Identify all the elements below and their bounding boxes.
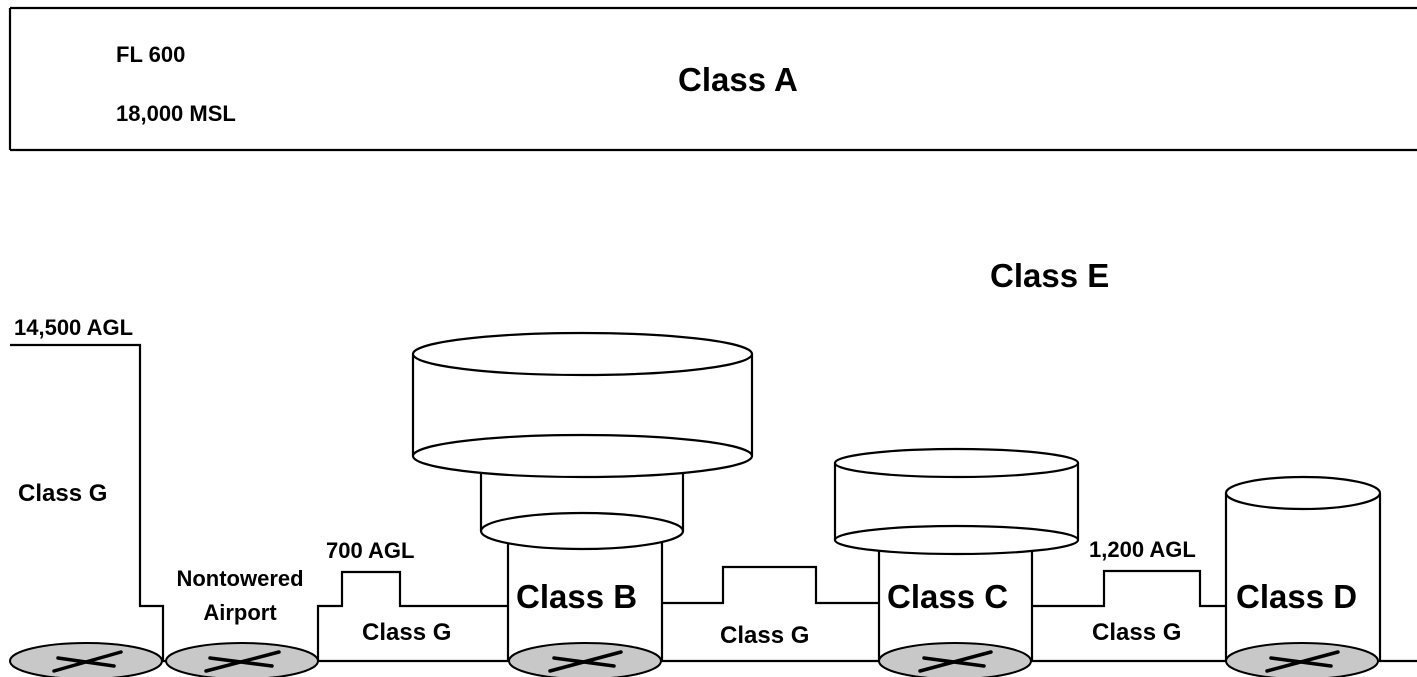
class-b-label: Class B <box>516 578 637 615</box>
agl14500-label: 14,500 AGL <box>14 315 133 340</box>
airport-class-d-runway-icon <box>1225 642 1379 677</box>
class-c-shape <box>833 447 1080 661</box>
nontowered-label-line1: Nontowered <box>176 566 303 591</box>
airport-class-b-runway-icon <box>508 642 662 677</box>
class-g-ceiling-outline <box>10 343 1226 660</box>
class-e-label: Class E <box>990 257 1109 294</box>
class-g-1-label: Class G <box>362 619 451 646</box>
agl700-label: 700 AGL <box>326 538 414 563</box>
class-g-3-label: Class G <box>1092 619 1181 646</box>
nontowered-label-line2: Airport <box>203 600 277 625</box>
msl18000-label: 18,000 MSL <box>116 101 236 126</box>
airport-nontowered-runway-icon <box>165 642 319 677</box>
agl1200-label: 1,200 AGL <box>1089 537 1196 562</box>
airport-class-g-runway-icon <box>9 642 163 677</box>
class-g-left-label: Class G <box>18 480 107 507</box>
class-b-shape <box>411 331 754 661</box>
class-d-label: Class D <box>1236 578 1357 615</box>
class-a-label: Class A <box>678 61 798 98</box>
class-c-label: Class C <box>887 578 1008 615</box>
class-g-2-label: Class G <box>720 622 809 649</box>
fl600-label: FL 600 <box>116 42 185 67</box>
airport-class-c-runway-icon <box>878 642 1032 677</box>
class-d-shape <box>1224 475 1382 661</box>
